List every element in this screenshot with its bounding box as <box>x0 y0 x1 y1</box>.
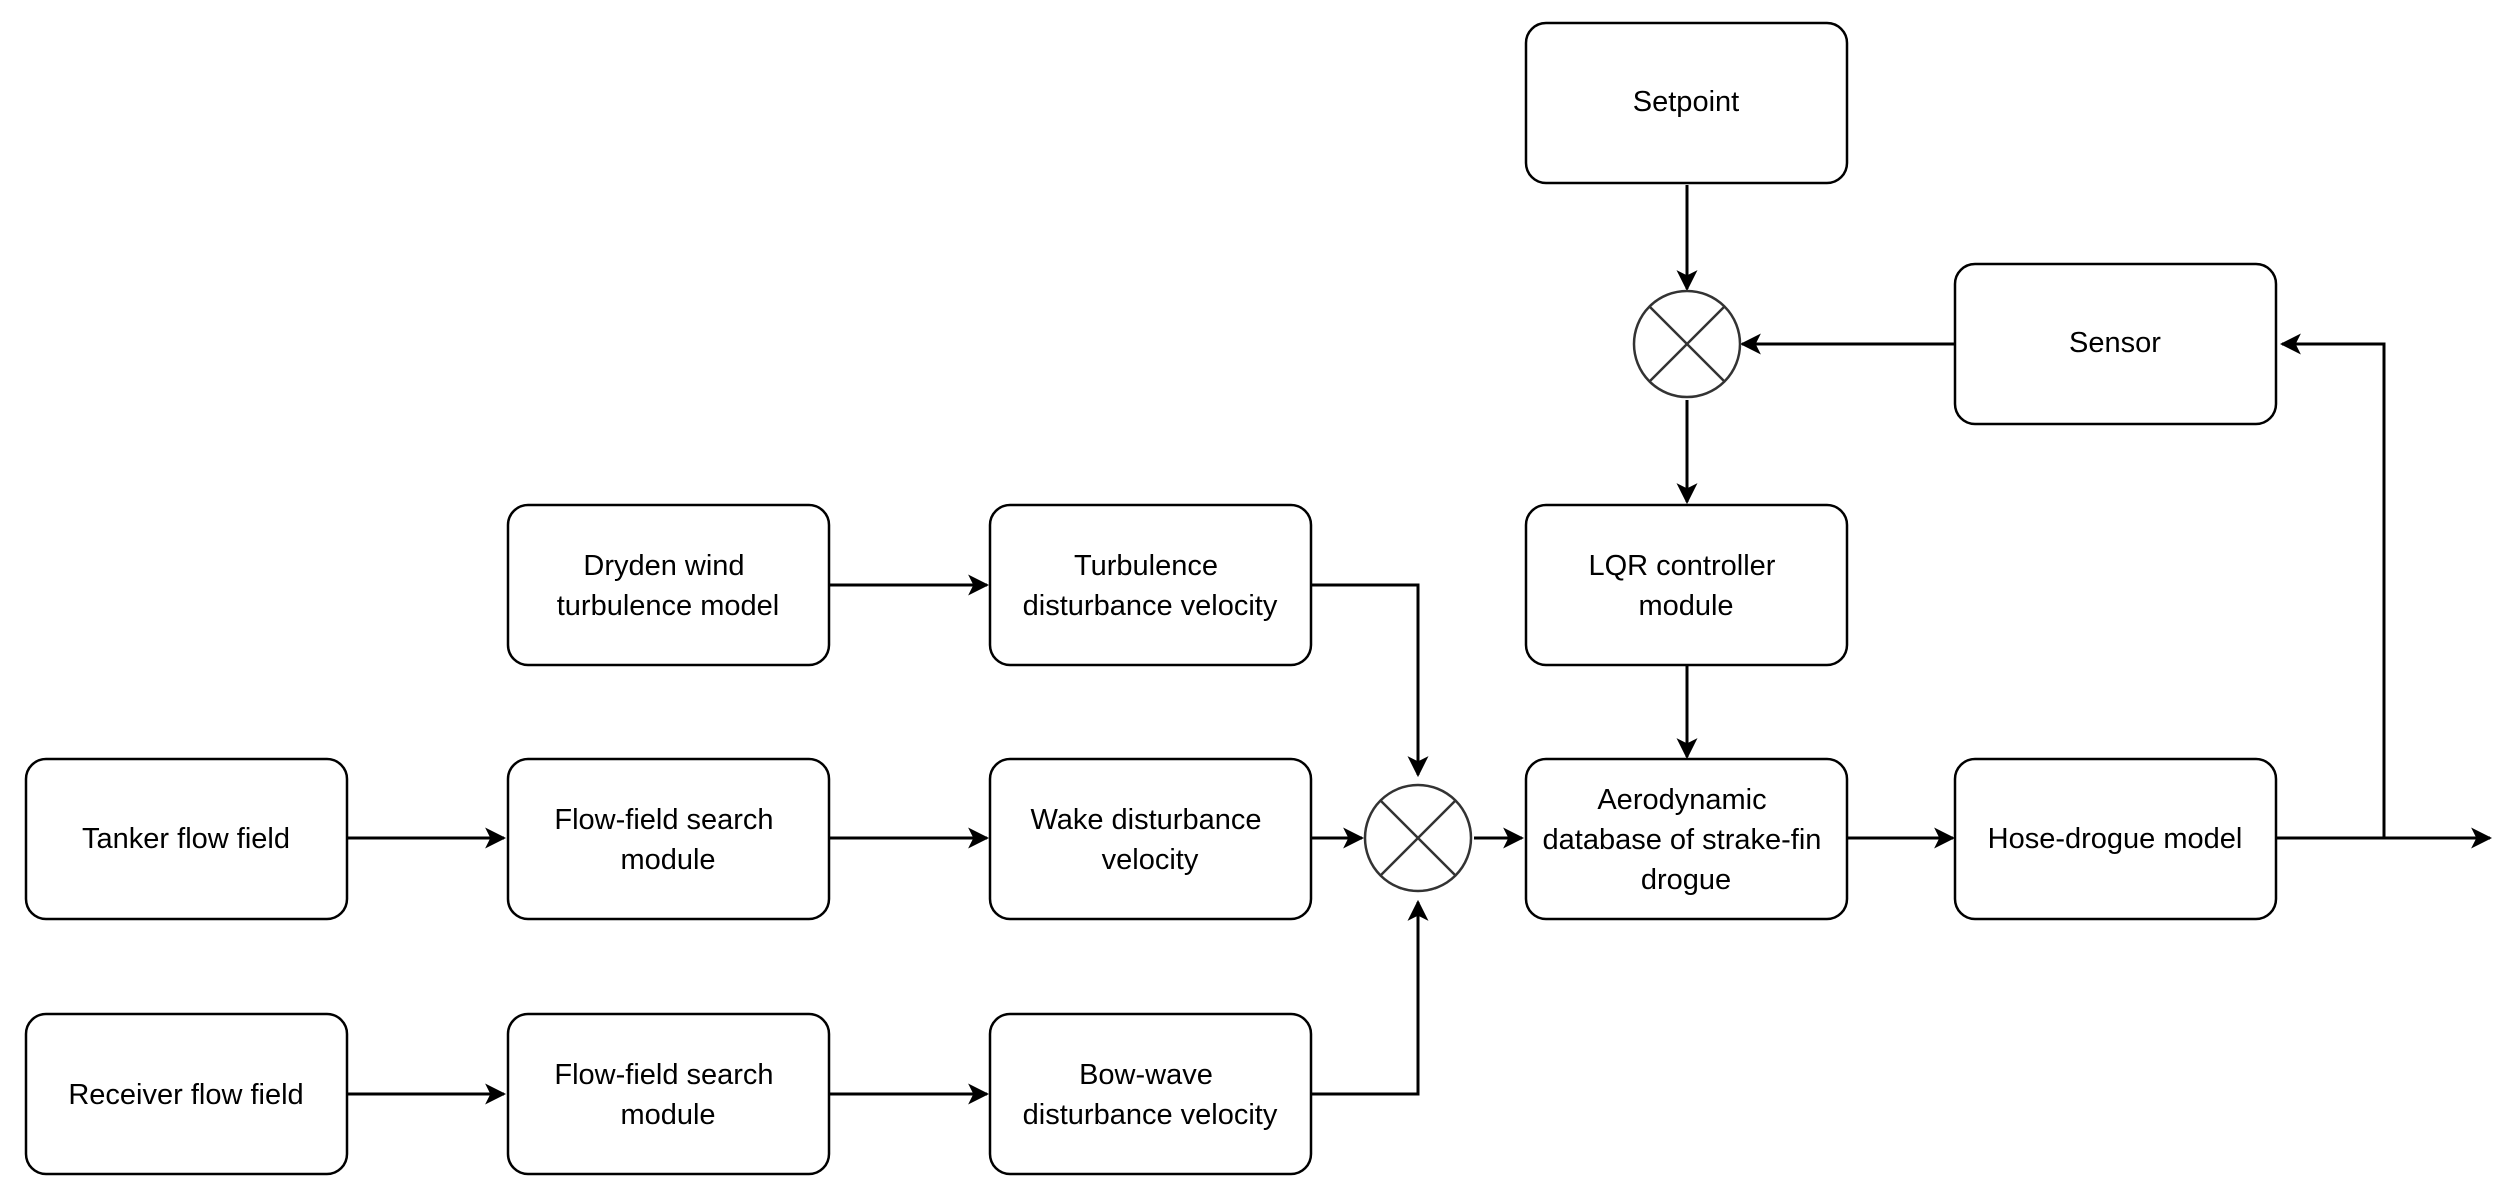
block-setpoint: Setpoint <box>1524 21 1849 185</box>
block-bow-wave-disturbance-velocity: Bow-wave disturbance velocity <box>988 1012 1313 1176</box>
block-sensor: Sensor <box>1953 262 2278 426</box>
sensor-label: Sensor <box>2069 327 2161 359</box>
connectors <box>347 185 2493 1105</box>
turbulence-velocity-label: Turbulence disturbance velocity <box>1023 550 1278 622</box>
block-tanker-flow-field: Tanker flow field <box>24 757 349 921</box>
block-dryden-wind-turbulence-model: Dryden wind turbulence model <box>506 503 831 667</box>
arrow-turbulence-to-mixer <box>1312 583 1429 778</box>
hose-drogue-label: Hose-drogue model <box>1988 823 2243 855</box>
setpoint-label: Setpoint <box>1633 86 1739 118</box>
block-flow-field-search-receiver: Flow-field search module <box>506 1012 831 1176</box>
block-aerodynamic-database: Aerodynamic database of strake-fin drogu… <box>1524 757 1849 921</box>
search-tanker-label: Flow-field search module <box>554 804 781 876</box>
block-turbulence-disturbance-velocity: Turbulence disturbance velocity <box>988 503 1313 667</box>
summing-junction-disturbance <box>1363 783 1473 893</box>
block-receiver-flow-field: Receiver flow field <box>24 1012 349 1176</box>
bow-wave-velocity-label: Bow-wave disturbance velocity <box>1023 1059 1278 1131</box>
aero-db-label: Aerodynamic database of strake-fin drogu… <box>1543 784 1830 896</box>
search-receiver-label: Flow-field search module <box>554 1059 781 1131</box>
block-lqr-controller-module: LQR controller module <box>1524 503 1849 667</box>
tanker-label: Tanker flow field <box>82 823 290 855</box>
arrow-bow-wave-to-mixer <box>1312 899 1429 1096</box>
dryden-label: Dryden wind turbulence model <box>557 550 779 622</box>
lqr-label: LQR controller module <box>1588 550 1783 622</box>
receiver-label: Receiver flow field <box>68 1079 303 1111</box>
block-flow-field-search-tanker: Flow-field search module <box>506 757 831 921</box>
wake-velocity-label: Wake disturbance velocity <box>1030 804 1269 876</box>
block-wake-disturbance-velocity: Wake disturbance velocity <box>988 757 1313 921</box>
block-hose-drogue-model: Hose-drogue model <box>1953 757 2278 921</box>
arrow-feedback-to-sensor <box>2279 333 2386 838</box>
summing-junction-control <box>1632 289 1742 399</box>
